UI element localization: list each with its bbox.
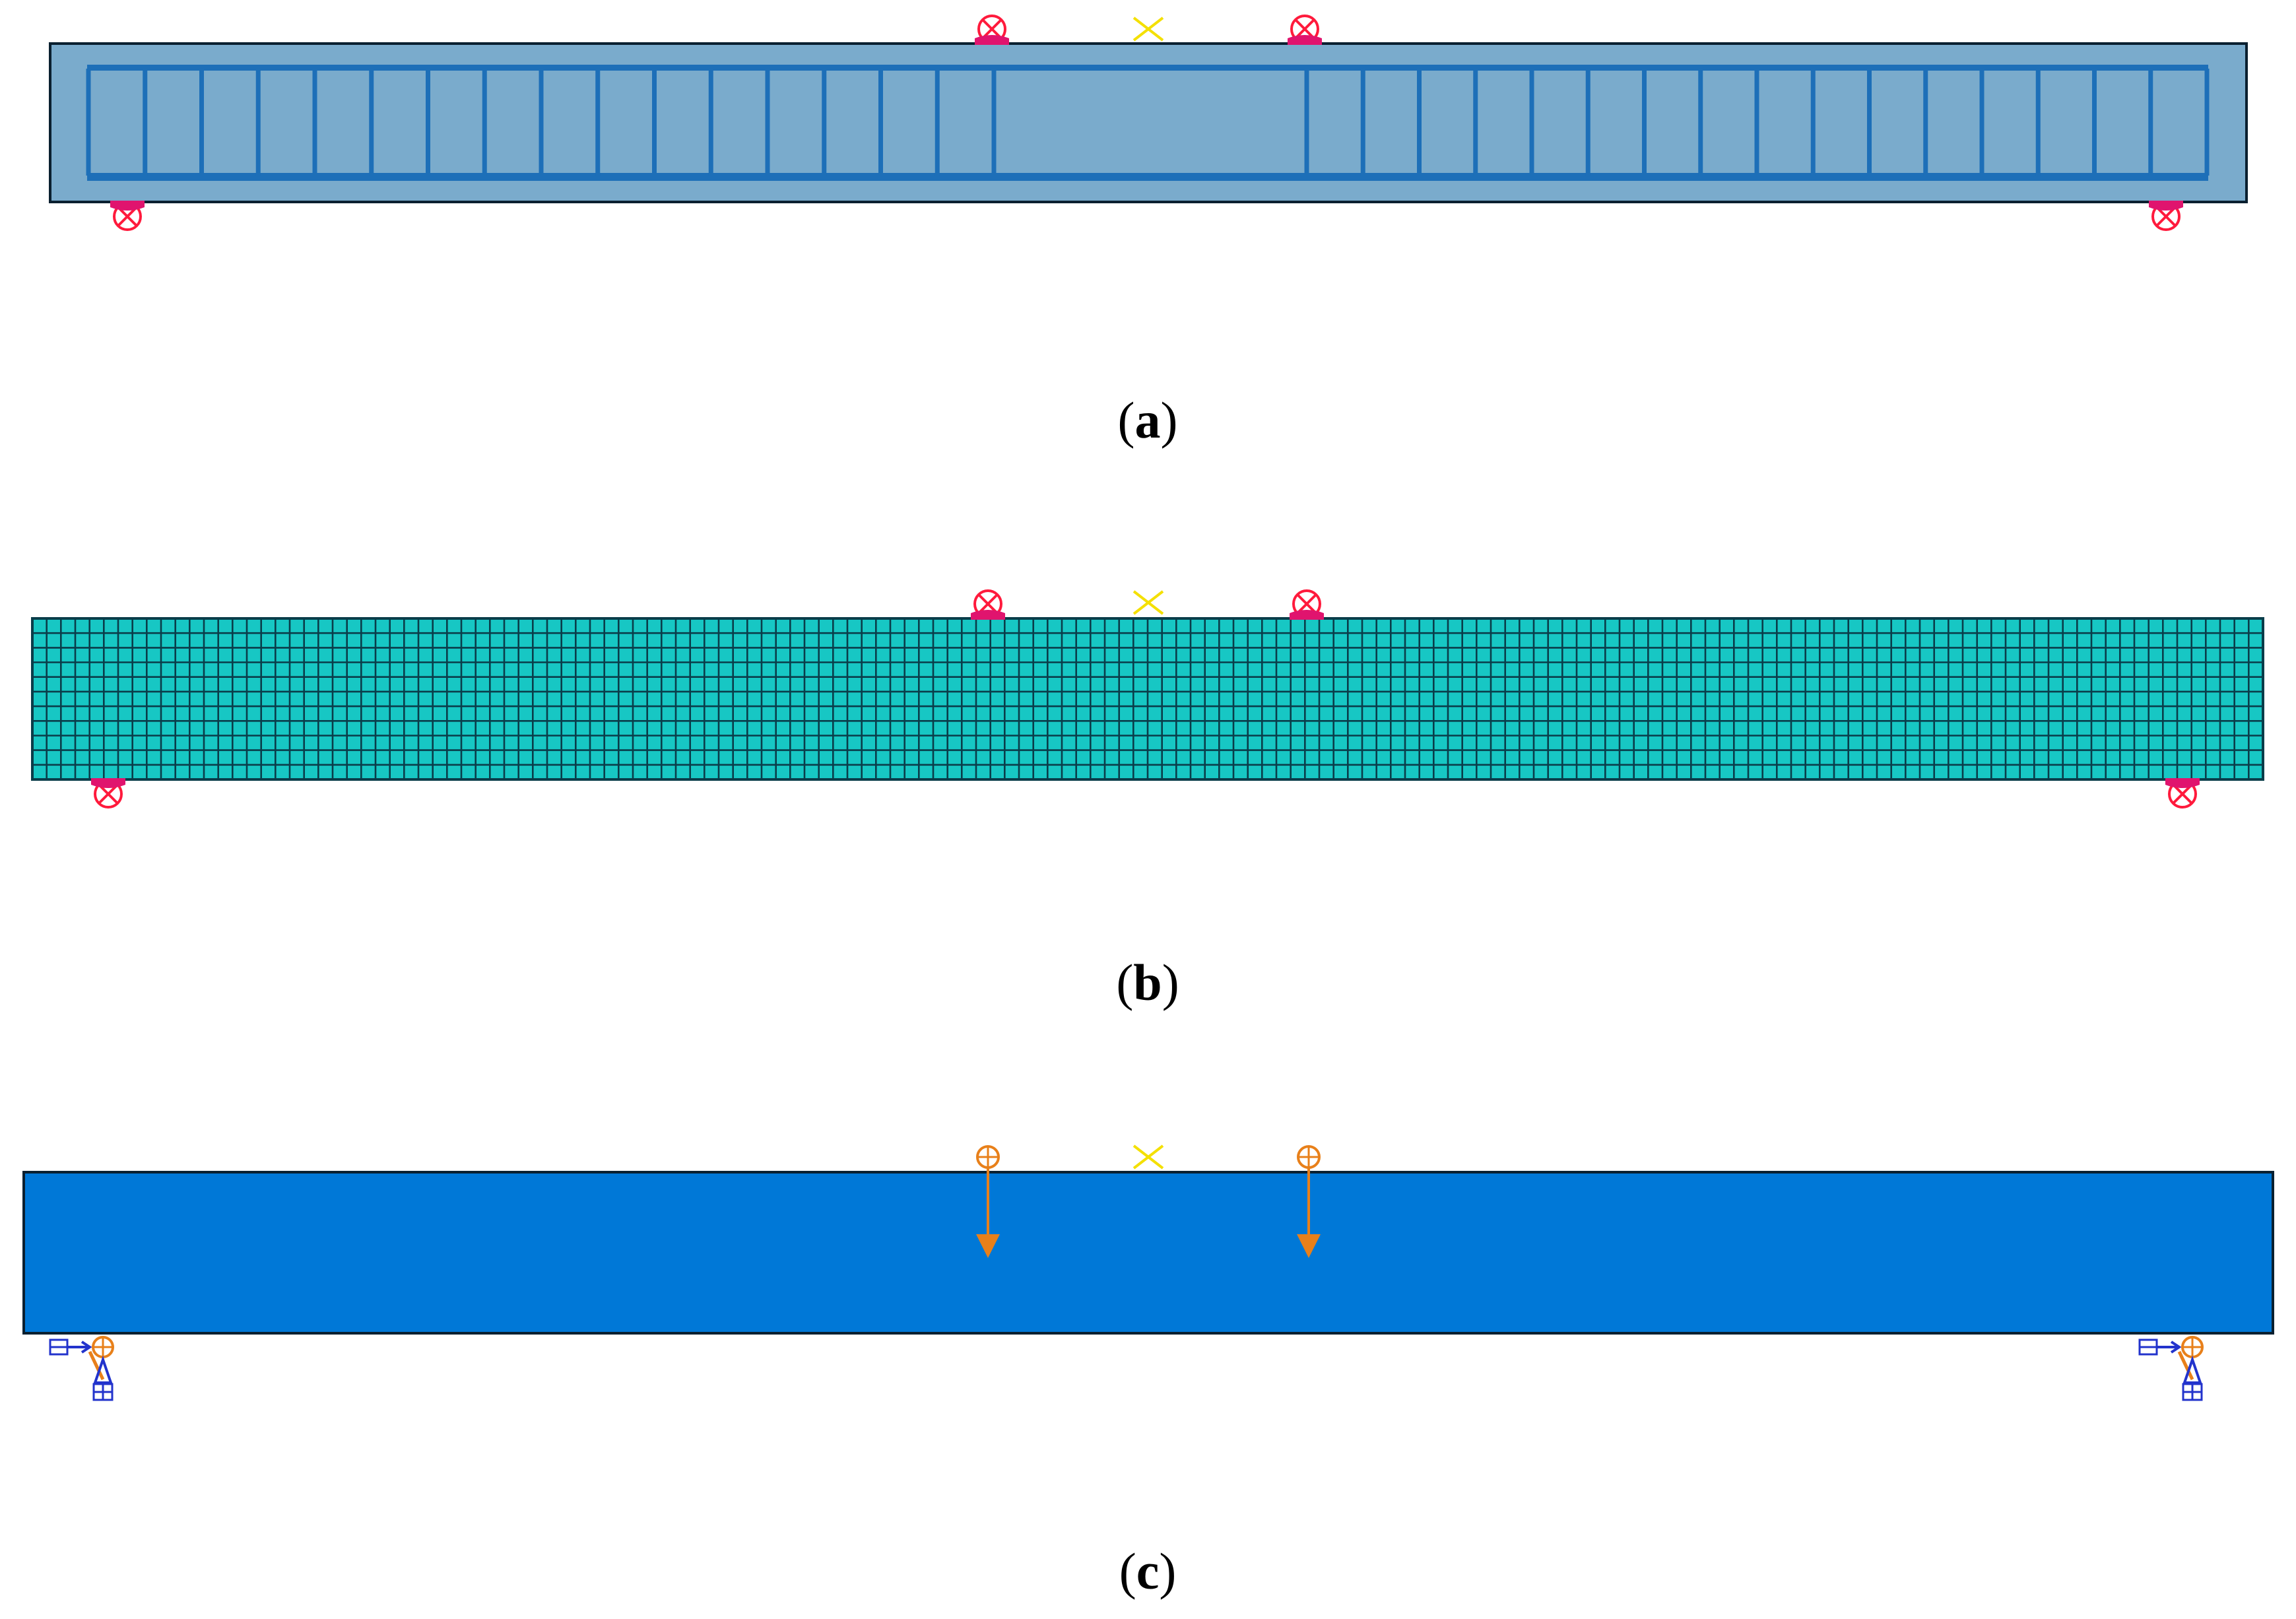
- point-load: [1297, 1145, 1321, 1258]
- caption-a: (a): [1118, 391, 1178, 449]
- caption-b: (b): [1116, 954, 1179, 1011]
- center-mark: [1132, 1144, 1164, 1170]
- caption-b-letter: b: [1133, 954, 1162, 1011]
- marker-pad: [91, 778, 125, 788]
- supports-c: [49, 1336, 2204, 1401]
- marker-pad: [971, 610, 1005, 620]
- constraint-marker: [2149, 201, 2183, 231]
- center-mark: [1132, 17, 1164, 42]
- marker-cross: [2173, 784, 2192, 804]
- loads-c: [976, 1144, 1321, 1258]
- bc-vertical-arrow: [93, 1355, 113, 1384]
- boundary-condition: [49, 1336, 114, 1401]
- mesh-lines-b: [32, 618, 2263, 779]
- marker-pad: [2165, 778, 2200, 788]
- caption-a-letter: a: [1135, 391, 1161, 449]
- caption-c: (c): [1119, 1542, 1177, 1600]
- marker-pad: [1288, 35, 1322, 45]
- load-arrow-head: [976, 1234, 1000, 1258]
- bc-link: [2177, 1350, 2194, 1381]
- load-arrow-head: [1297, 1234, 1321, 1258]
- marker-cross: [98, 784, 118, 804]
- marker-pad: [2149, 201, 2183, 211]
- boundary-condition: [2138, 1336, 2204, 1401]
- constraint-marker: [91, 778, 125, 809]
- bc-horizontal-arrow: [67, 1340, 92, 1354]
- marker-cross: [2156, 207, 2176, 226]
- constraint-marker: [1288, 15, 1322, 45]
- constraint-marker: [975, 15, 1009, 45]
- constraint-marker: [110, 201, 145, 231]
- markers-a: [110, 15, 2183, 231]
- rebar-bottom-a: [87, 173, 2208, 181]
- bc-vertical-arrow: [2182, 1355, 2202, 1384]
- marker-pad: [1290, 610, 1324, 620]
- mesh-grid: [32, 618, 2263, 779]
- bc-horizontal-arrow: [2157, 1340, 2182, 1354]
- rebar-top-a: [87, 65, 2208, 71]
- caption-c-letter: c: [1136, 1542, 1160, 1600]
- marker-cross: [982, 19, 1002, 39]
- stirrups-a: [86, 69, 2210, 176]
- beam-c: [22, 1171, 2274, 1335]
- marker-pad: [975, 35, 1009, 45]
- panel-c: (c): [22, 1144, 2274, 1600]
- marker-cross: [1297, 594, 1317, 614]
- panel-b: (b): [31, 589, 2264, 1011]
- center-mark: [1132, 590, 1164, 615]
- markers-b: [91, 589, 2200, 809]
- marker-cross: [978, 594, 998, 614]
- panel-a: (a): [49, 15, 2248, 449]
- marker-cross: [1295, 19, 1315, 39]
- bc-link: [88, 1350, 105, 1381]
- constraint-marker: [1290, 589, 1324, 620]
- point-load: [976, 1145, 1000, 1258]
- marker-cross: [117, 207, 137, 226]
- constraint-marker: [971, 589, 1005, 620]
- marker-pad: [110, 201, 145, 211]
- constraint-marker: [2165, 778, 2200, 809]
